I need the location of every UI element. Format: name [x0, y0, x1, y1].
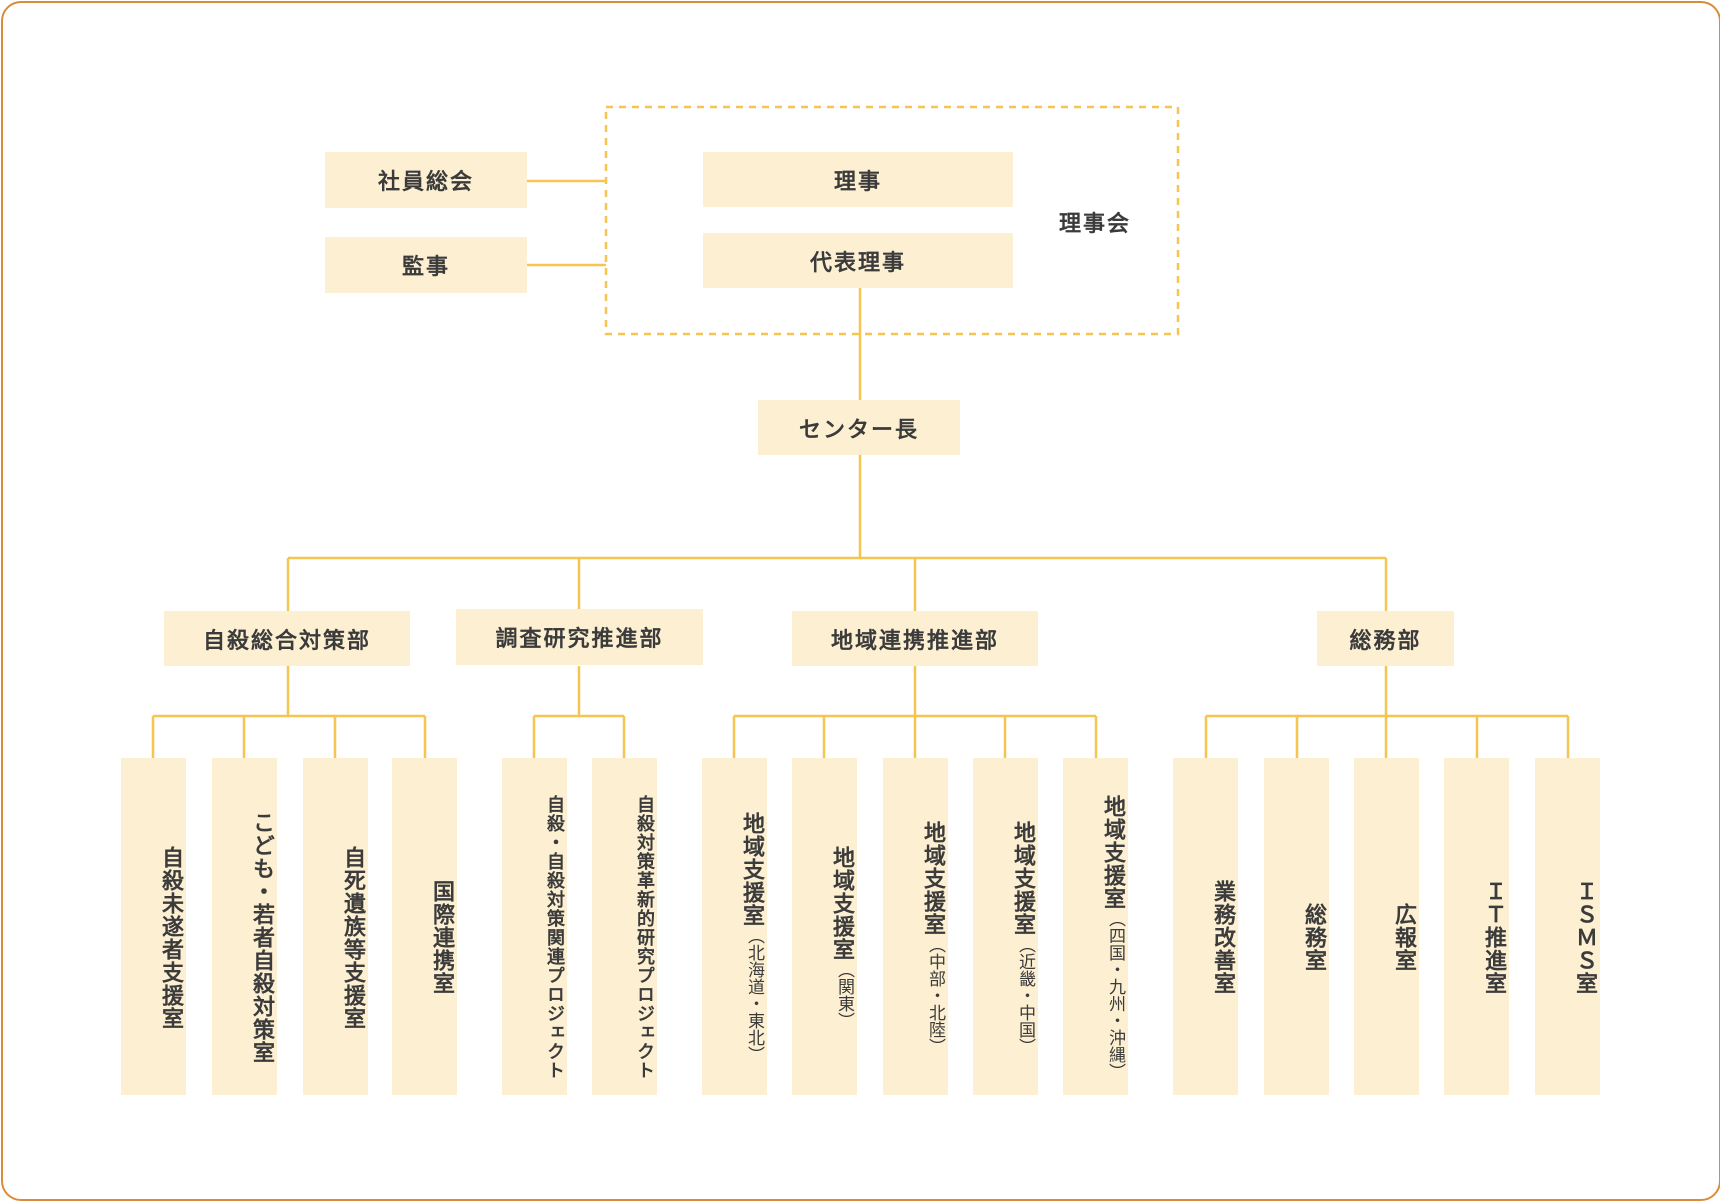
department-suicide-countermeasures: 自殺総合対策部 — [164, 611, 410, 666]
board-label: 理事会 — [1059, 212, 1132, 237]
office-region: （四国・九州・沖縄） — [1105, 910, 1125, 1080]
board-dashed-box — [604, 105, 1180, 336]
office-label: 自死遺族等支援室 — [340, 845, 365, 1030]
office-label: 総務室 — [1301, 903, 1326, 972]
office-label: 自殺・自殺対策関連プロジェクト — [544, 795, 565, 1080]
office-general-affairs: 総務室 — [1264, 758, 1329, 1095]
office-label: 地域支援室 — [739, 812, 764, 927]
auditor-box: 監事 — [325, 237, 527, 293]
office-label: 自殺未遂者支援室 — [158, 845, 183, 1030]
office-regional-support-shikoku-kyushu-okinawa: 地域支援室（四国・九州・沖縄） — [1063, 758, 1128, 1095]
office-region: （関東） — [834, 961, 854, 1029]
office-region: （北海道・東北） — [744, 927, 764, 1063]
office-bereaved-family-support: 自死遺族等支援室 — [303, 758, 368, 1095]
department-research-promotion: 調査研究推進部 — [456, 609, 703, 665]
office-regional-support-hokkaido-tohoku: 地域支援室（北海道・東北） — [702, 758, 767, 1095]
center-head-box: センター長 — [758, 400, 960, 455]
office-public-relations: 広報室 — [1354, 758, 1419, 1095]
office-regional-support-chubu-hokuriku: 地域支援室（中部・北陸） — [883, 758, 948, 1095]
office-label: 地域支援室 — [1100, 795, 1125, 910]
office-label: 地域支援室 — [920, 820, 945, 936]
office-business-improvement: 業務改善室 — [1173, 758, 1238, 1095]
office-region: （中部・北陸） — [925, 935, 945, 1055]
office-regional-support-kanto: 地域支援室（関東） — [792, 758, 857, 1095]
office-label: 地域支援室 — [1010, 820, 1035, 936]
general-meeting-box: 社員総会 — [325, 152, 527, 208]
office-label: 自殺対策革新的研究プロジェクト — [634, 795, 655, 1080]
office-it-promotion: ＩＴ推進室 — [1444, 758, 1509, 1095]
office-regional-support-kinki-chugoku: 地域支援室（近畿・中国） — [973, 758, 1038, 1095]
office-label: 地域支援室 — [829, 846, 854, 961]
director-box: 理事 — [703, 152, 1013, 207]
office-related-project: 自殺・自殺対策関連プロジェクト — [502, 758, 567, 1095]
office-label: 広報室 — [1391, 903, 1416, 972]
office-label: ＩＳＭＳ室 — [1572, 880, 1597, 995]
office-isms: ＩＳＭＳ室 — [1535, 758, 1600, 1095]
office-label: 国際連携室 — [429, 880, 454, 995]
office-international-cooperation: 国際連携室 — [392, 758, 457, 1095]
representative-director-box: 代表理事 — [703, 233, 1013, 288]
office-attempted-suicide-support: 自殺未遂者支援室 — [121, 758, 186, 1095]
office-label: こども・若者自殺対策室 — [249, 811, 274, 1064]
office-youth-suicide-countermeasures: こども・若者自殺対策室 — [212, 758, 277, 1095]
department-general-affairs: 総務部 — [1317, 611, 1454, 666]
department-regional-cooperation: 地域連携推進部 — [792, 611, 1038, 666]
office-region: （近畿・中国） — [1015, 935, 1035, 1055]
office-label: 業務改善室 — [1210, 880, 1235, 995]
office-innovative-research-project: 自殺対策革新的研究プロジェクト — [592, 758, 657, 1095]
office-label: ＩＴ推進室 — [1481, 880, 1506, 995]
